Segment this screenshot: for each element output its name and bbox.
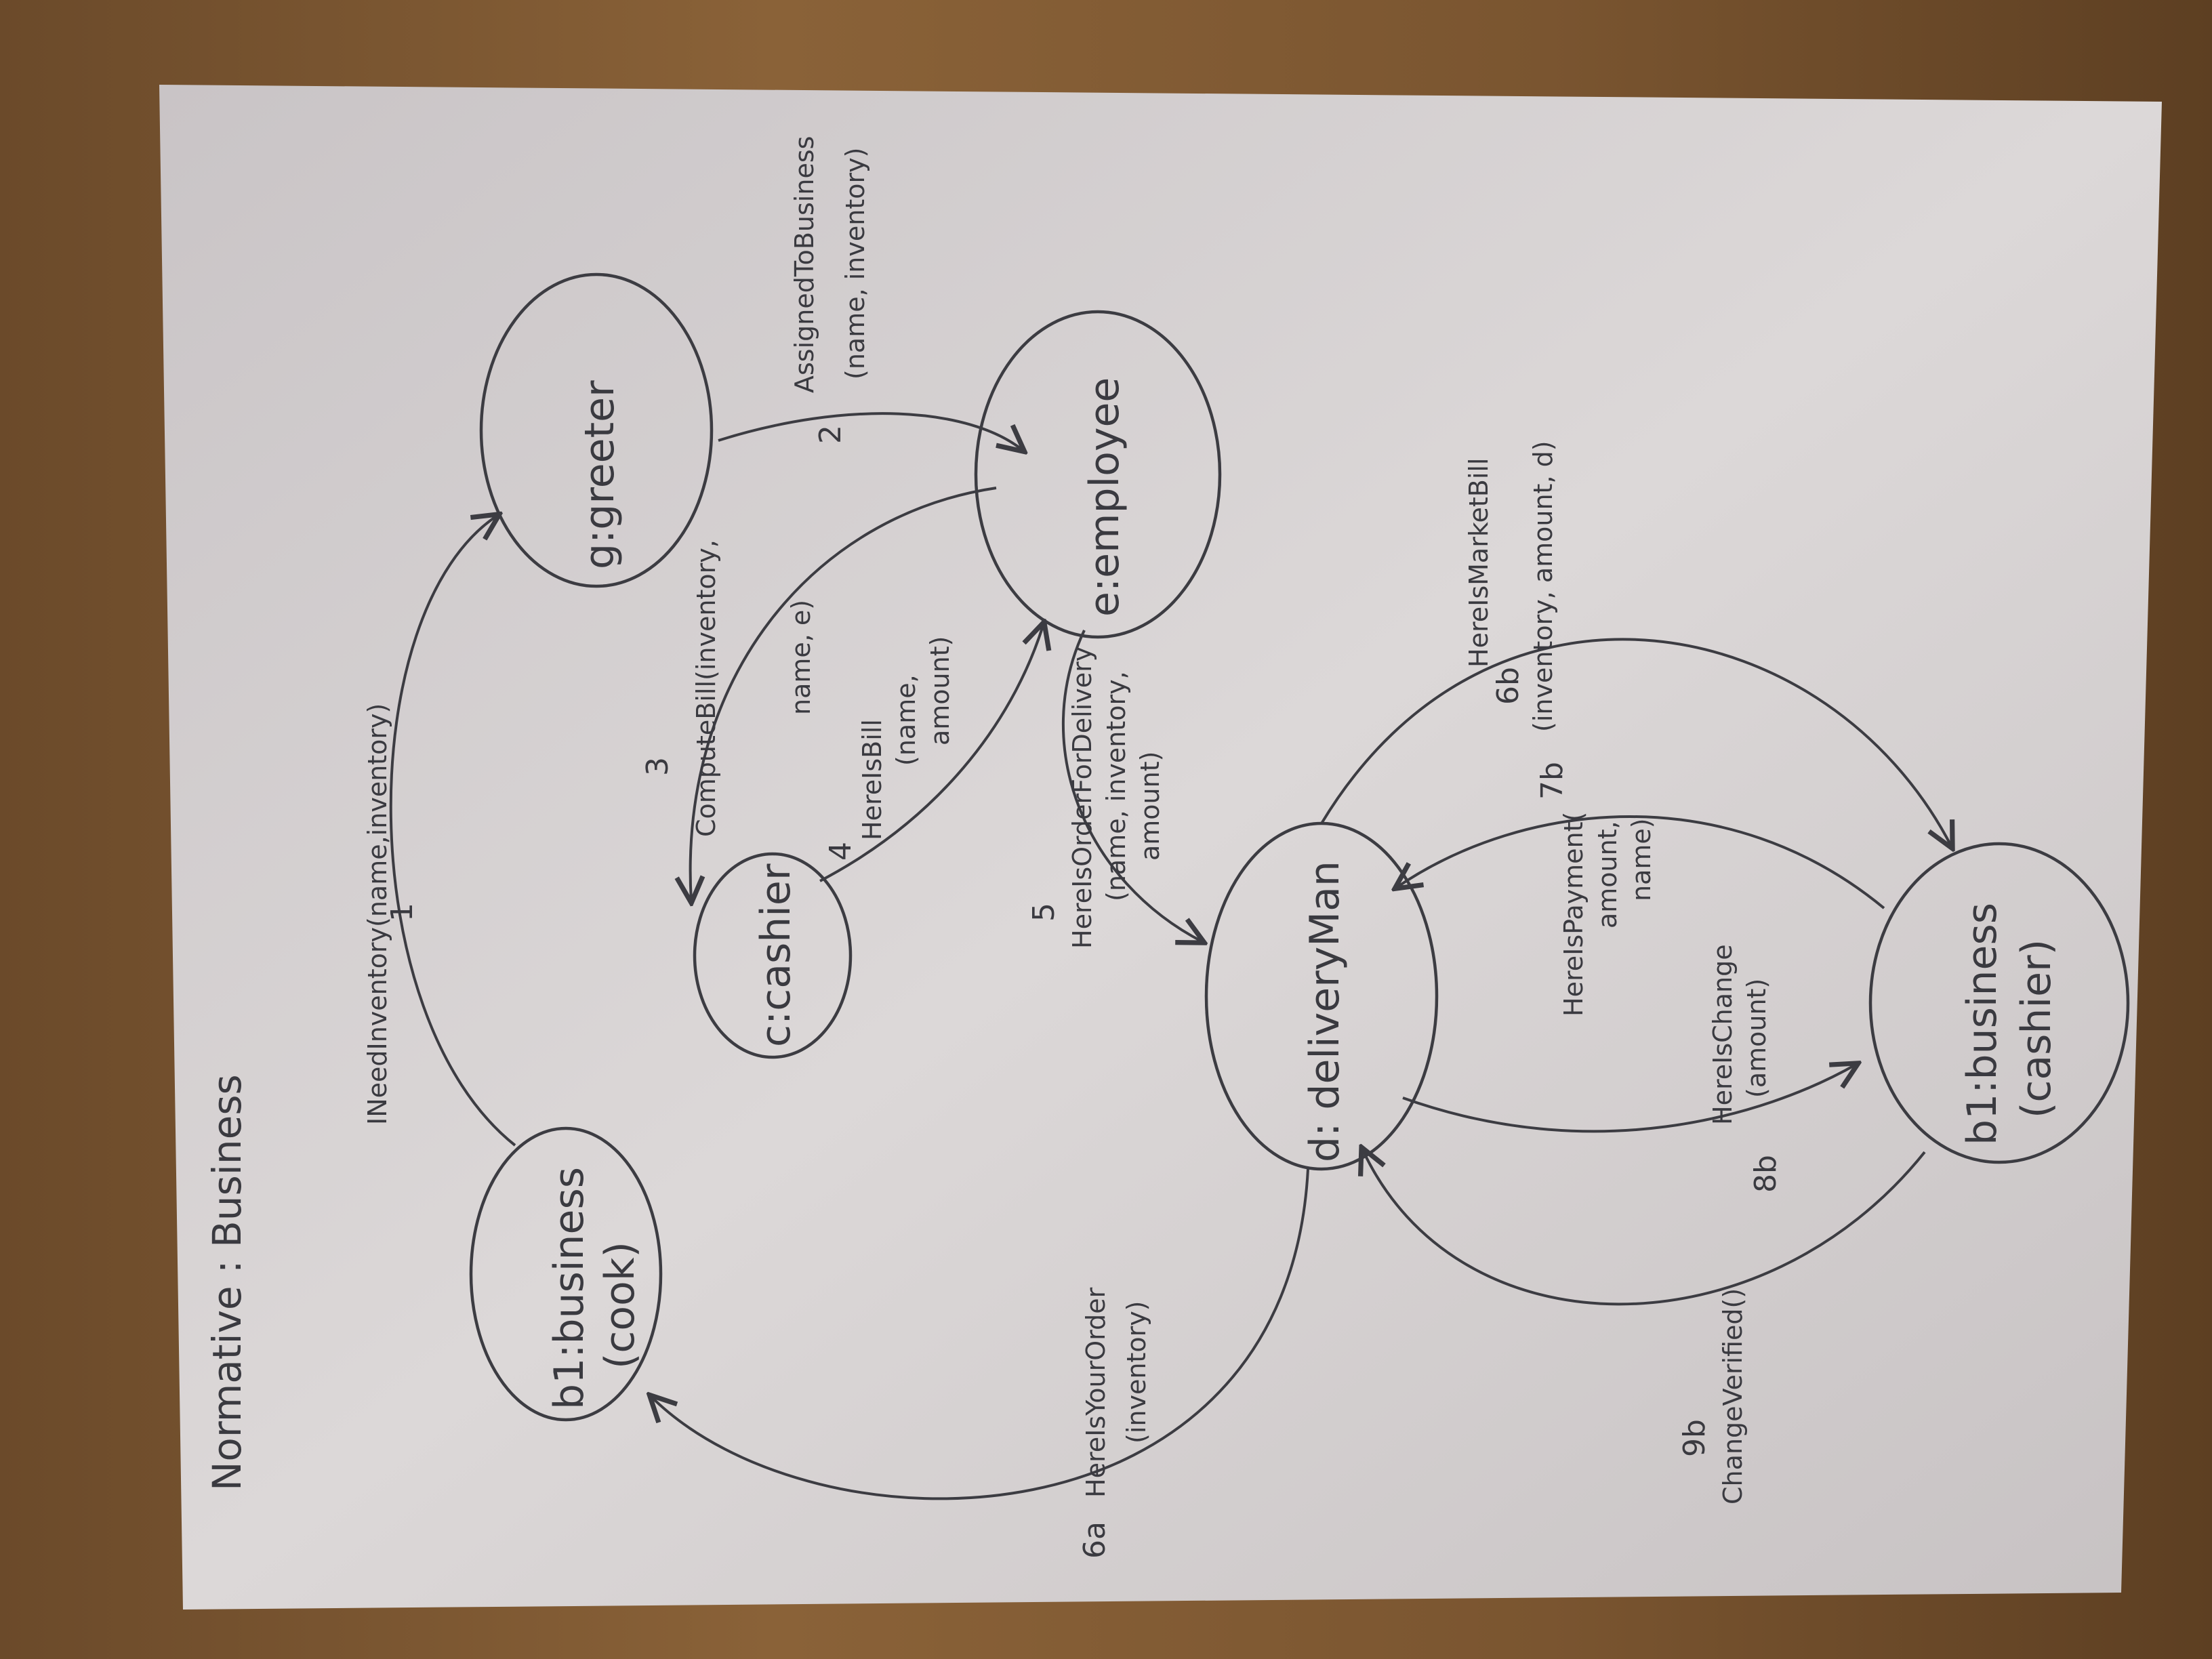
edge-m7b [1396,815,1885,909]
label-m6b: 6b HereIsMarketBill (inventory, amount, … [1464,441,1558,732]
m7b-text: HereIsPayment( [1559,812,1589,1017]
m4-args2: amount) [925,636,955,745]
m6b-number: 6b [1491,667,1525,705]
edge-m4 [819,623,1044,882]
diagram-title: Normative : Business [204,1074,250,1491]
m3-args: name, e) [786,600,816,715]
paper-sheet [159,85,2162,1610]
edge-m6a [651,1168,1309,1500]
m7b-args: amount, [1593,821,1622,928]
m5-args: (name, inventory, [1101,671,1131,901]
m4-text: HereIsBill [857,719,887,840]
label-m7b: 7b HereIsPayment( amount, name) [1535,762,1656,1017]
label-m8b: 8b HereIsChange (amount) [1708,944,1783,1193]
node-b1-cook-role: (cook) [596,1242,644,1369]
m3-text: ComputeBill(inventory, [691,539,721,837]
edge-m2 [718,412,1023,451]
m8b-text: HereIsChange [1708,944,1738,1125]
edge-m8b [1402,1064,1857,1133]
m8b-args: (amount) [1742,979,1771,1098]
node-employee-name: e:employee [1081,377,1128,617]
node-b1-cashier-name: b1:business [1959,903,2006,1145]
node-b1-cashier: b1:business (cashier) [1868,842,2130,1164]
m6b-text: HereIsMarketBill [1464,458,1494,668]
node-b1-cook: b1:business (cook) [469,1126,663,1422]
m7b-args2: name) [1626,818,1656,901]
edge-m5 [1062,630,1203,942]
m6a-args: (inventory) [1122,1300,1151,1443]
m7b-number: 7b [1535,762,1570,800]
m2-number: 2 [813,425,848,444]
m6b-args: (inventory, amount, d) [1528,441,1558,732]
label-m3: 3 ComputeBill(inventory, name, e) [640,539,816,837]
m1-text: INeedInventory(name,inventory) [363,703,392,1125]
m2-text: AssignedToBusiness [790,136,819,393]
m9b-number: 9b [1677,1419,1712,1457]
m1-number: 1 [385,903,419,922]
m4-number: 4 [823,842,858,861]
node-employee: e:employee [974,310,1222,639]
label-m9b: 9b ChangeVerified() [1677,1288,1748,1504]
edge-m1 [389,515,516,1147]
m3-number: 3 [640,757,675,776]
m9b-text: ChangeVerified() [1718,1288,1748,1504]
m5-args2: amount) [1135,752,1165,861]
node-cashier: c:cashier [693,852,853,1059]
node-b1-cook-name: b1:business [546,1167,593,1410]
node-cashier-name: c:cashier [752,863,800,1047]
node-greeter: g:greeter [479,272,714,588]
m5-number: 5 [1027,903,1061,922]
m6a-number: 6a [1078,1521,1112,1559]
label-m1: 1 INeedInventory(name,inventory) [363,703,419,1125]
m6a-text: HereIsYourOrder [1081,1287,1111,1498]
m8b-number: 8b [1748,1155,1783,1193]
edge-m9b [1362,1149,1926,1306]
node-b1-cashier-role: (cashier) [2013,939,2060,1118]
node-delivery-man-name: d: deliveryMan [1301,861,1349,1162]
edge-m3 [691,487,997,901]
m2-args: (name, inventory) [840,148,870,380]
label-m6a: 6a HereIsYourOrder (inventory) [1078,1287,1151,1559]
edge-m6b [1320,638,1952,847]
m4-args: (name, [891,674,921,766]
label-m5: 5 HereIsOrderForDelivery (name, inventor… [1027,647,1165,949]
label-m2: 2 AssignedToBusiness (name, inventory) [790,136,870,444]
m5-text: HereIsOrderForDelivery [1067,647,1097,949]
label-m4: 4 HereIsBill (name, amount) [823,636,955,861]
node-greeter-name: g:greeter [576,380,623,569]
